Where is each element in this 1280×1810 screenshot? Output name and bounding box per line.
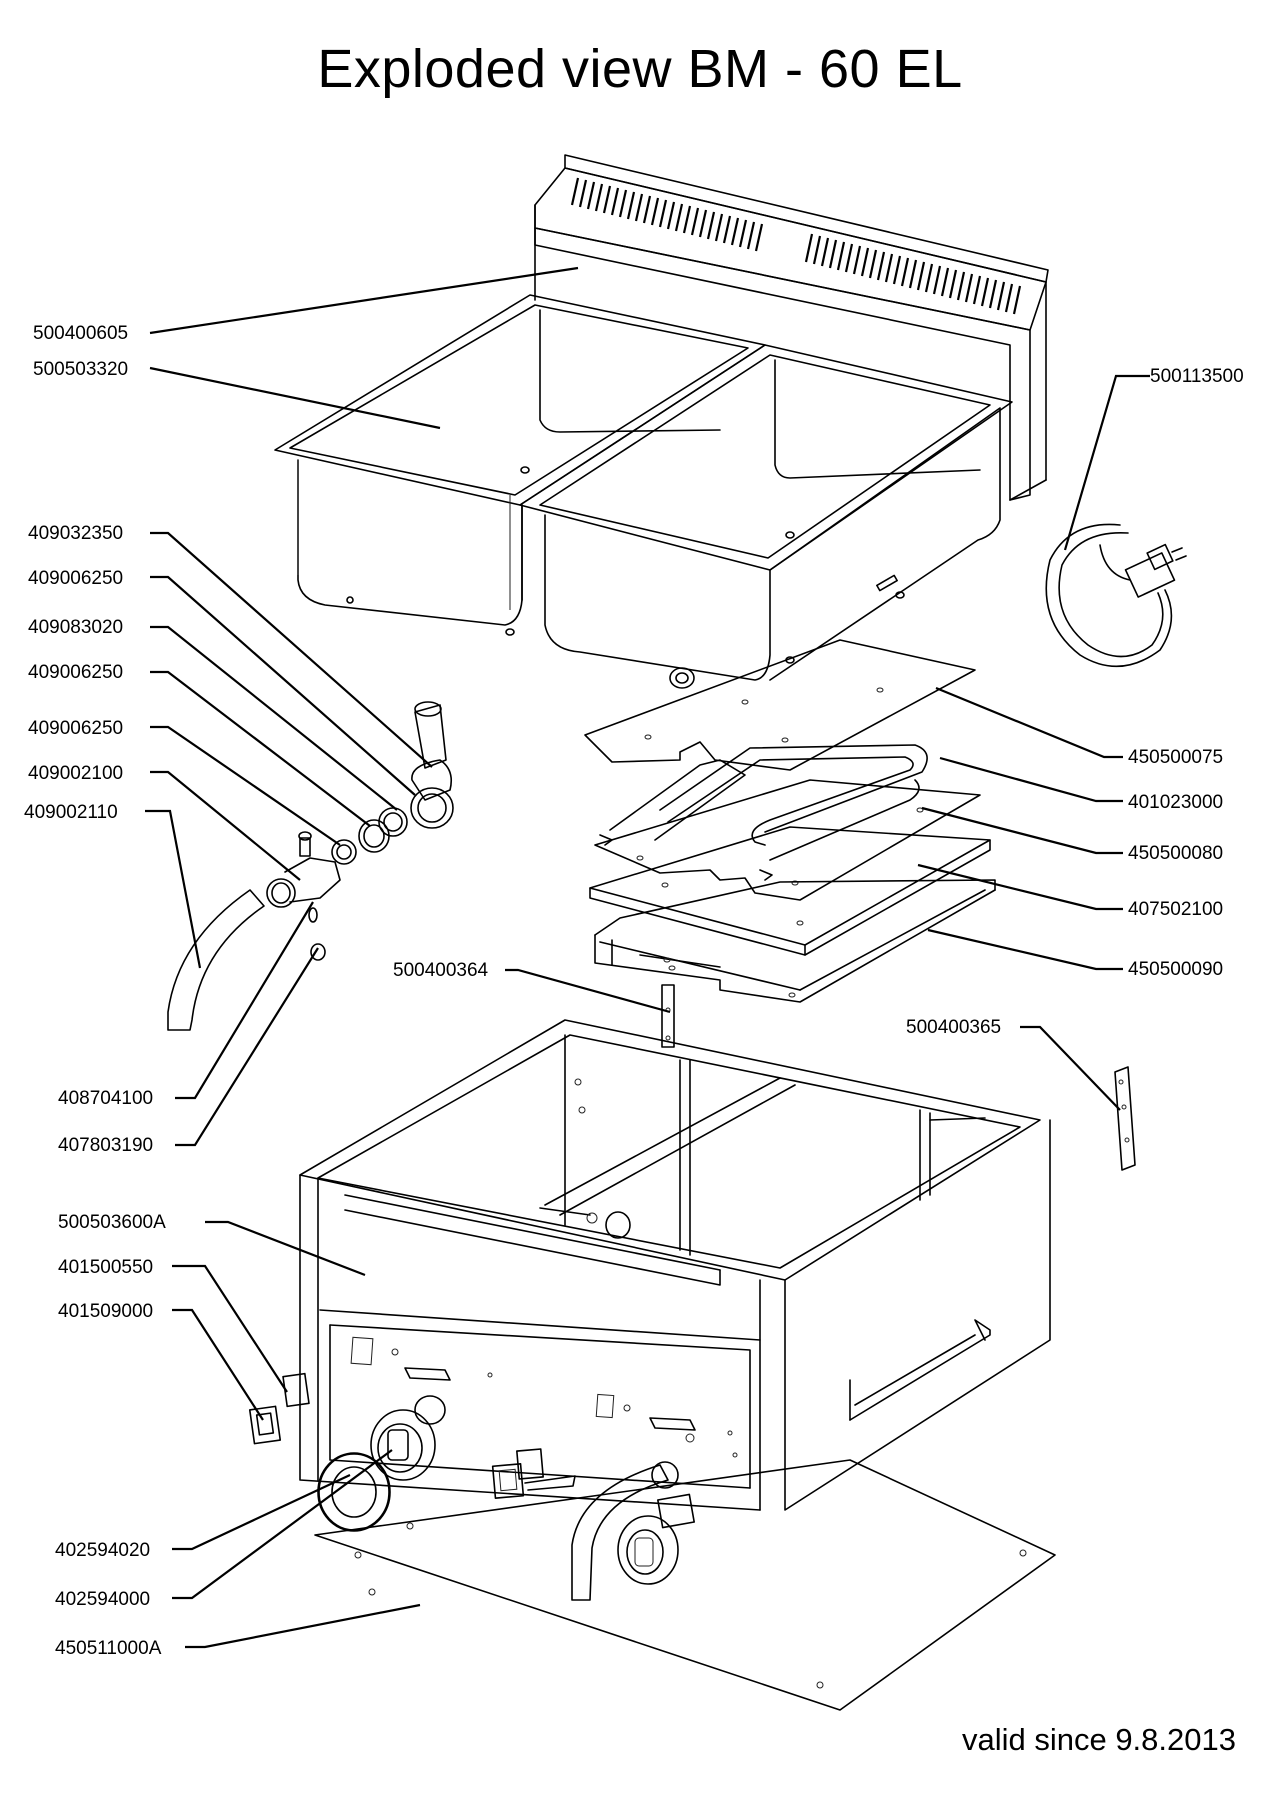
power-cable (1045, 523, 1187, 668)
part-number-500400364: 500400364 (393, 960, 489, 981)
part-number-409006250-bottom: 409006250 (28, 718, 123, 739)
part-number-450500090: 450500090 (1128, 959, 1223, 980)
part-labels: 500400605 500503320 500113500 409032350 … (24, 323, 1244, 1659)
part-number-408704100: 408704100 (58, 1088, 153, 1109)
part-number-450511000A: 450511000A (55, 1638, 162, 1659)
part-number-500503600A: 500503600A (58, 1212, 166, 1233)
insulation-board (589, 826, 991, 956)
part-number-401023000: 401023000 (1128, 792, 1223, 813)
part-number-409002100: 409002100 (28, 763, 123, 784)
part-number-401509000: 401509000 (58, 1301, 153, 1322)
page-title: Exploded view BM - 60 EL (317, 39, 963, 99)
part-number-409006250-middle: 409006250 (28, 662, 123, 683)
base-tray (594, 879, 996, 1003)
bottom-plate (314, 1459, 1056, 1711)
leader-lines (145, 266, 1150, 1649)
right-basin (519, 344, 1013, 689)
part-number-407502100: 407502100 (1128, 899, 1223, 920)
part-number-500113500: 500113500 (1150, 366, 1244, 387)
front-controls (248, 1372, 695, 1601)
small-bracket (661, 984, 675, 1048)
validity-note: valid since 9.8.2013 (961, 1722, 1236, 1757)
housing-body (299, 1019, 1051, 1511)
side-strip (1114, 1066, 1136, 1171)
part-number-409006250-top: 409006250 (28, 568, 123, 589)
part-number-450500080: 450500080 (1128, 843, 1223, 864)
part-number-500400365: 500400365 (906, 1017, 1001, 1038)
part-number-402594020: 402594020 (55, 1540, 150, 1561)
cover-sheet (584, 639, 976, 771)
gasket-ring (317, 1452, 391, 1532)
part-number-450500075: 450500075 (1128, 747, 1223, 768)
part-number-409083020: 409083020 (28, 617, 123, 638)
part-number-409002110: 409002110 (24, 802, 118, 823)
part-number-407803190: 407803190 (58, 1135, 153, 1156)
part-number-500400605: 500400605 (33, 323, 128, 344)
part-number-409032350: 409032350 (28, 523, 123, 544)
back-panel (534, 154, 1049, 501)
part-number-401500550: 401500550 (58, 1257, 153, 1278)
support-plate (594, 779, 981, 901)
part-number-500503320: 500503320 (33, 359, 128, 380)
heating-element (599, 744, 928, 881)
drain-valve-assembly (167, 701, 454, 1031)
left-basin (274, 294, 766, 636)
part-number-402594000: 402594000 (55, 1589, 150, 1610)
